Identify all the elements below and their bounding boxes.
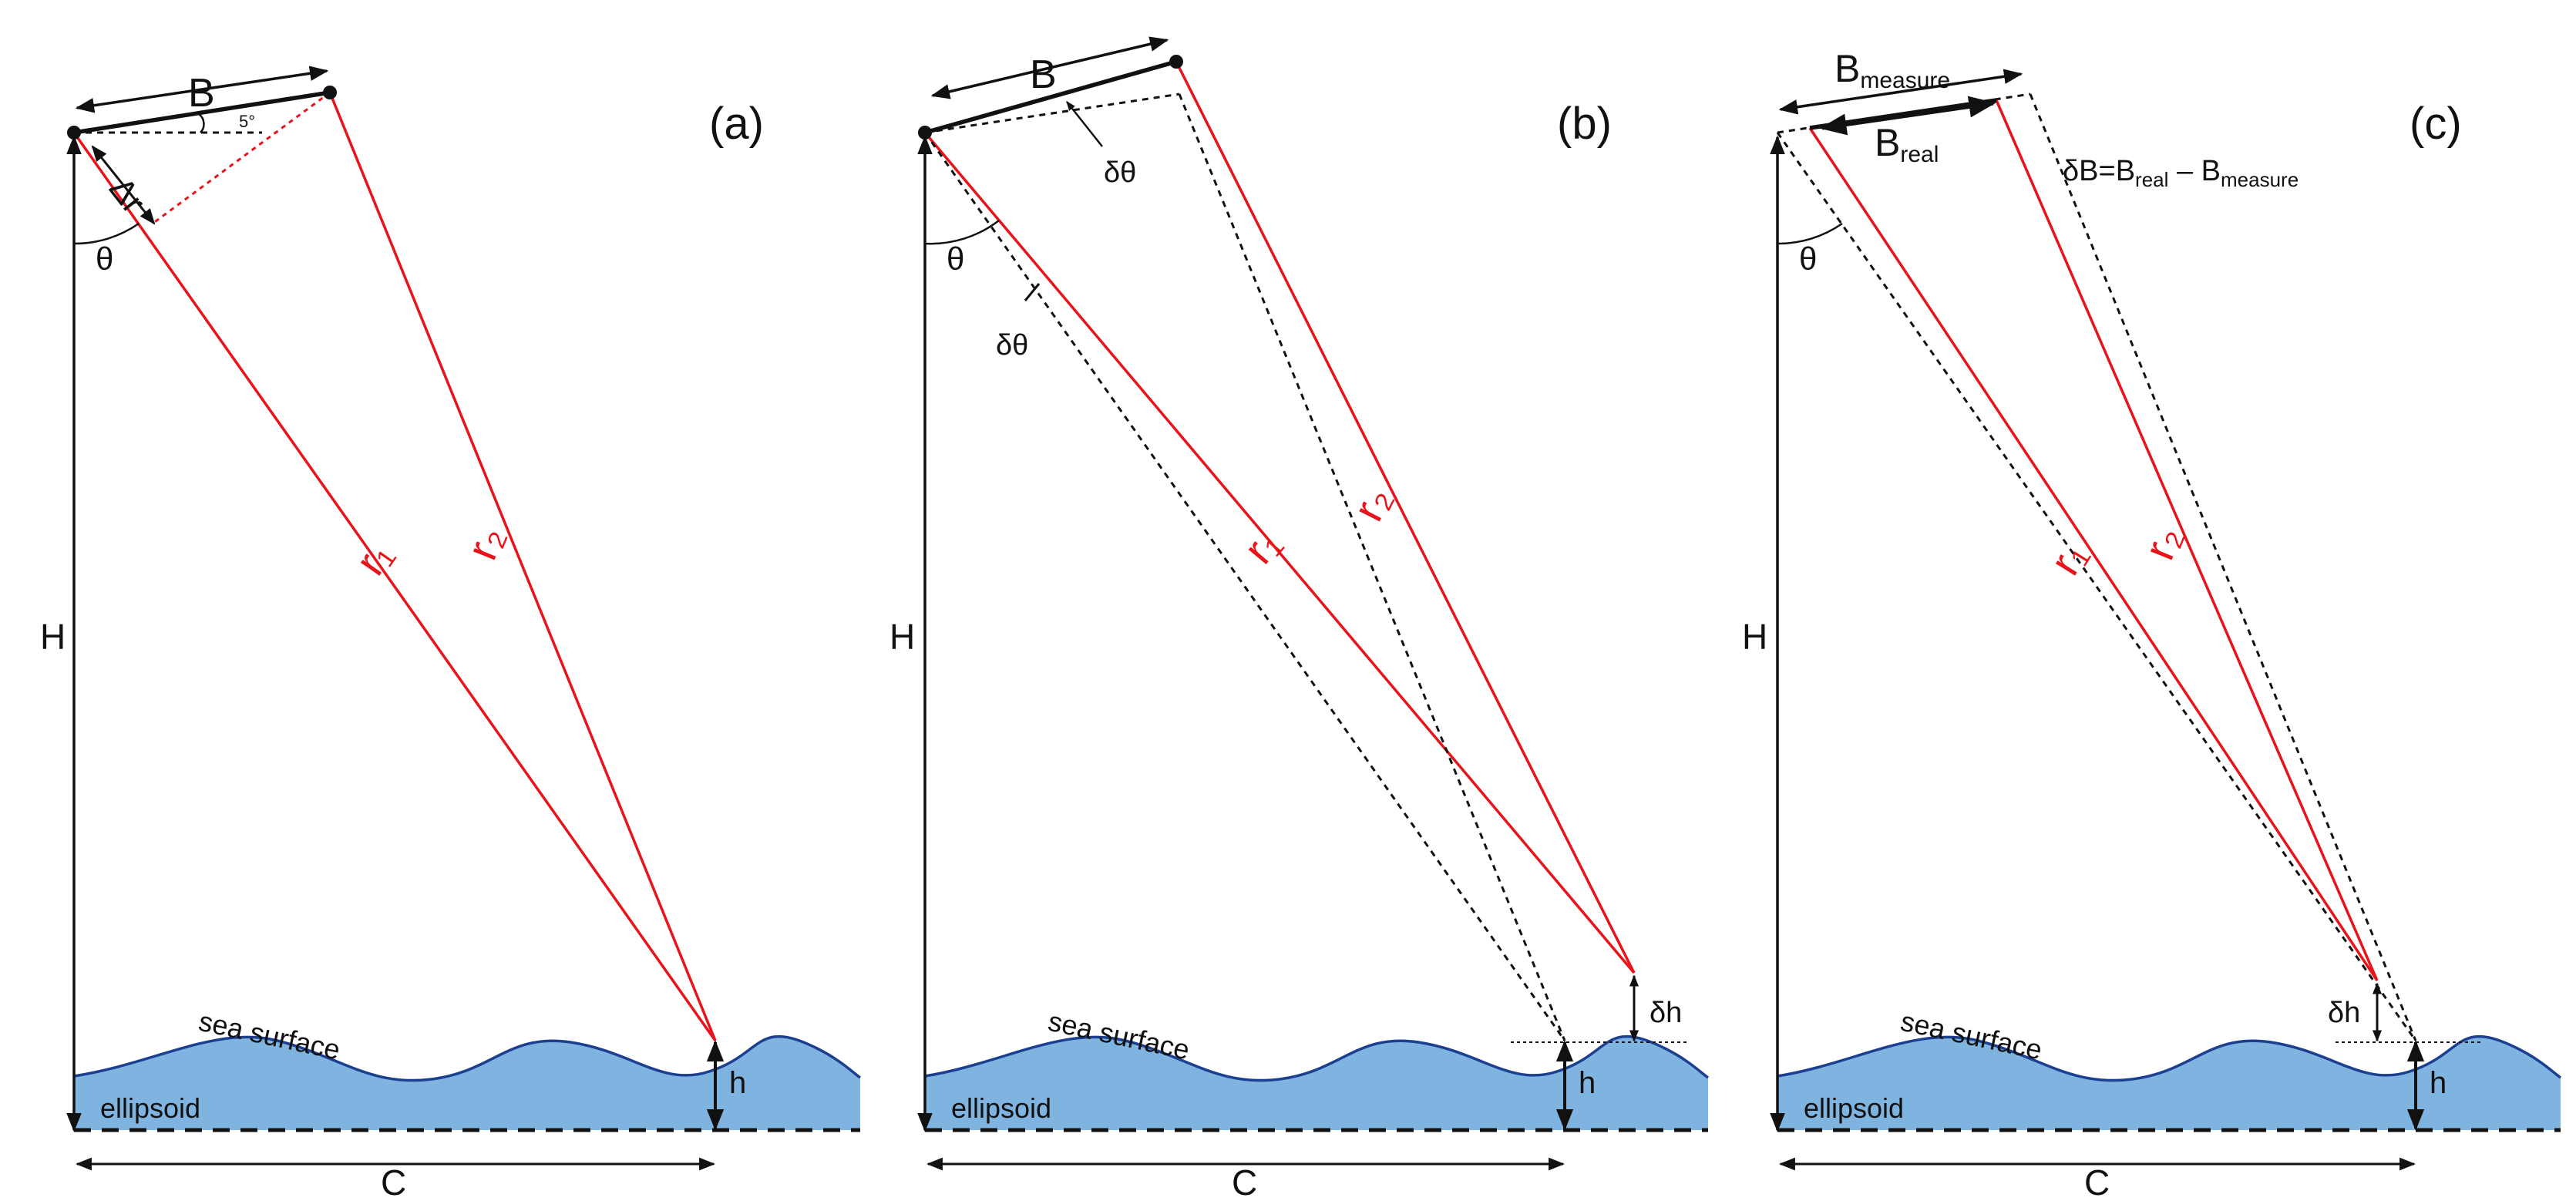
panel-label: (a) <box>709 99 764 149</box>
b-measure-label: Bmeasure <box>1834 47 1950 93</box>
panel-label: (b) <box>1557 99 1612 149</box>
antenna-2 <box>1169 55 1183 69</box>
h-label: h <box>729 1066 746 1100</box>
b-real-label: Breal <box>1875 121 1939 167</box>
delta-r-arrow <box>91 145 156 225</box>
antenna-1 <box>918 126 932 140</box>
panel-label: (c) <box>2410 99 2462 149</box>
measured-r1 <box>1776 132 2417 1041</box>
measured-r2 <box>2029 93 2417 1041</box>
height-label: H <box>40 617 66 657</box>
look-angle-arc <box>924 220 1000 245</box>
sea-surface-line <box>924 1034 1710 1082</box>
panel-c: (c) Bmeasure Breal δB=Breal – Bmeasure θ… <box>1742 47 2562 1201</box>
c-label: C <box>1232 1162 1257 1201</box>
delta-theta-top-label: δθ <box>1104 156 1136 189</box>
range-line-r2 <box>1175 61 1636 974</box>
r2-label: r₂ <box>2134 519 2191 566</box>
range-line-r1 <box>72 131 717 1042</box>
sea-surface-fill <box>925 1036 1708 1130</box>
tilt-angle-arc <box>198 113 205 133</box>
baseline-label: B <box>1030 52 1057 97</box>
panel-a: (a) B 5° Δr θ H r₁ r₂ sea surface ellips… <box>40 66 862 1201</box>
r1-label: r₁ <box>345 532 402 584</box>
true-baseline <box>924 93 1180 134</box>
panel-b: (b) B δθ δθ θ H r₁ r₂ δh sea surface ell… <box>889 36 1710 1201</box>
ellipsoid-label: ellipsoid <box>951 1092 1051 1124</box>
delta-theta-mid-tick <box>1024 283 1041 301</box>
range-line-r2 <box>328 92 717 1041</box>
baseline-label: B <box>188 71 215 116</box>
antenna-2 <box>323 86 337 99</box>
baseline-arrow <box>75 66 329 113</box>
range-line-r1 <box>923 131 1636 974</box>
r2-label: r₂ <box>1343 479 1401 529</box>
sea-surface-fill <box>1777 1036 2561 1130</box>
delta-h-label: δh <box>1650 997 1682 1029</box>
delta-b-label: δB=Breal – Bmeasure <box>2063 155 2299 191</box>
c-label: C <box>381 1162 406 1201</box>
delta-h-label: δh <box>2328 997 2360 1029</box>
antenna-1 <box>67 126 81 140</box>
baseline-arrow <box>930 36 1169 99</box>
b-real-arrow <box>1819 96 1996 136</box>
h-label: h <box>2430 1066 2447 1100</box>
range-line-r2 <box>1995 99 2379 981</box>
delta-theta-mid-label: δθ <box>996 329 1028 362</box>
height-label: H <box>1742 617 1767 657</box>
h-label: h <box>1579 1066 1596 1100</box>
look-angle-arc <box>1777 222 1843 245</box>
sea-surface-fill <box>74 1036 860 1130</box>
ellipsoid-label: ellipsoid <box>1804 1092 1904 1124</box>
theta-label: θ <box>1799 241 1817 277</box>
sea-surface-line <box>1777 1034 2562 1082</box>
delta-theta-top-arrow <box>1066 101 1103 147</box>
height-label: H <box>889 617 915 657</box>
theta-label: θ <box>947 241 964 277</box>
sea-surface-line <box>73 1034 862 1082</box>
r1-label: r₁ <box>2040 533 2097 583</box>
c-label: C <box>2084 1162 2110 1201</box>
true-r2 <box>1178 93 1566 1041</box>
r1-label: r₁ <box>1234 519 1290 572</box>
theta-label: θ <box>96 241 113 277</box>
ellipsoid-label: ellipsoid <box>100 1092 200 1124</box>
tilt-angle-label: 5° <box>239 112 255 131</box>
true-r1 <box>923 132 1566 1041</box>
look-angle-arc <box>73 222 140 245</box>
range-line-r1 <box>1808 127 2379 981</box>
